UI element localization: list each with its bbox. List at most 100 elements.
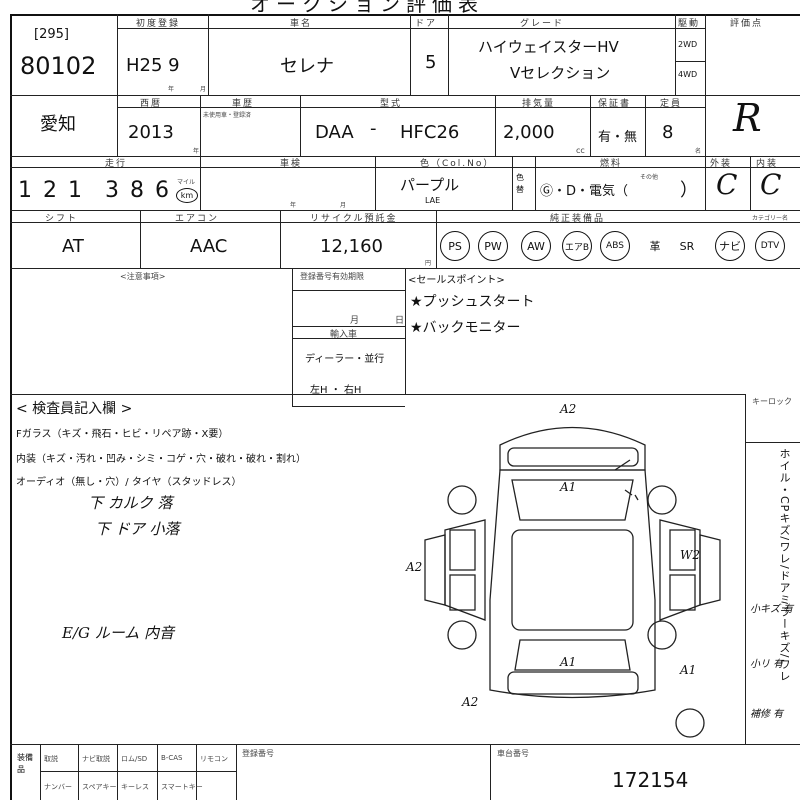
color-code: LAE (425, 196, 441, 205)
label-caution: <注意事項> (120, 272, 166, 281)
inspection-month-unit: 月 (340, 202, 347, 209)
inspector-label: < 検査員記入欄 > (16, 401, 133, 417)
interior-grade: C (760, 168, 782, 201)
footer-item: スマートキー (161, 783, 203, 791)
capacity-value: 8 (662, 122, 674, 143)
fuel-value: Ⓖ・D・電気（ (540, 184, 629, 199)
type-prefix: DAA (315, 122, 354, 143)
grade-line1: ハイウェイスターHV (478, 38, 619, 56)
equipment-item: AW (521, 231, 551, 261)
handwritten-note-3: E/G ルーム 内音 (62, 624, 175, 642)
footer-item: 取説 (44, 755, 58, 763)
fuel-other: その他 (640, 174, 659, 181)
mileage-digit: 2 (43, 178, 57, 203)
label-ac: エアコン (175, 214, 220, 224)
footer-equip-label: 装備品 (17, 753, 33, 774)
label-inspection: 車検 (280, 159, 303, 169)
expiry-day: 日 (395, 316, 405, 326)
label-interior: 内装 (756, 159, 779, 169)
equipment-item: エアB (562, 231, 592, 261)
inspector-glass: Fガラス（キズ・飛石・ヒビ・リペア跡・X要） (16, 429, 229, 440)
label-drive: 駆動 (678, 19, 701, 29)
lot-number: 80102 (20, 52, 97, 80)
type-dash: - (370, 118, 377, 139)
side-note-3: 補修 有 (750, 709, 784, 720)
model-year: 2013 (128, 122, 174, 143)
handwritten-note-1: 下 カルク 落 (88, 494, 173, 512)
mileage-digit: 6 (155, 178, 169, 203)
expiry-month: 月 (350, 316, 360, 326)
label-model: 車名 (290, 19, 313, 29)
model-year-unit: 年 (193, 148, 200, 155)
cc-unit: cc (576, 146, 585, 155)
mileage-digit: 1 (18, 178, 32, 203)
exterior-grade: C (716, 168, 738, 201)
car-diagram (424, 426, 721, 738)
color-value: パープル (400, 176, 460, 194)
drive-2wd: 2WD (678, 40, 698, 49)
model-name: セレナ (280, 56, 334, 77)
inspector-audio: オーディオ（無し・穴）/ タイヤ（スタッドレス） (16, 477, 242, 488)
mileage-digit: 1 (68, 178, 82, 203)
label-registration-no: 登録番号 (242, 749, 274, 758)
label-west-year: 西暦 (140, 99, 163, 109)
equipment-item: DTV (755, 231, 785, 261)
first-reg-year-unit: 年 (168, 86, 175, 93)
color-change-label: 色替 (516, 173, 524, 194)
mileage-digit: 3 (105, 178, 119, 203)
import-handle: 左H ・ 右H (310, 385, 362, 396)
diagram-mark-rear-left: A2 (462, 695, 479, 709)
label-sales-point: <セールスポイント> (408, 275, 505, 286)
label-equipment: 純正装備品 (550, 214, 606, 224)
label-type: 型式 (380, 99, 403, 109)
inspection-year-unit: 年 (290, 202, 297, 209)
warranty-value: 有・無 (598, 130, 638, 145)
footer-item: キーレス (121, 783, 149, 791)
label-first-reg: 初度登録 (136, 19, 181, 29)
footer-item: ナビ取説 (82, 755, 110, 763)
sales-point-1: ★プッシュスタート (410, 294, 535, 310)
score-value: R (733, 96, 762, 140)
shift-value: AT (62, 236, 84, 257)
recycle-unit: 円 (425, 260, 432, 267)
equipment-item: PS (440, 231, 470, 261)
equipment-item: PW (478, 231, 508, 261)
ac-value: AAC (190, 236, 228, 257)
first-reg: H25 9 (126, 55, 180, 76)
handwritten-note-2: 下 ドア 小落 (95, 520, 180, 538)
label-cc: 排気量 (522, 99, 556, 109)
equipment-item: SR (679, 239, 695, 253)
label-history: 車歴 (232, 99, 255, 109)
key-lock-label: キーロック (752, 397, 792, 406)
mileage-digits: 1 2 1 3 8 6 (18, 178, 169, 203)
label-recycle: リサイクル預託金 (310, 214, 398, 224)
side-note-1: 小キズ 有 (750, 604, 794, 615)
recycle-value: 12,160 (320, 236, 383, 257)
label-mileage: 走行 (105, 159, 128, 169)
label-grade: グレード (520, 19, 565, 29)
region: 愛知 (40, 114, 76, 135)
label-expiry: 登録番号有効期限 (300, 272, 364, 281)
footer-item: リモコン (200, 755, 228, 763)
import-dealer: ディーラー・並行 (305, 354, 385, 365)
label-shift: シフト (45, 214, 79, 224)
equipment-item: ナビ (715, 231, 745, 261)
chassis-number: 172154 (612, 768, 689, 792)
lot-prefix: [295] (34, 27, 69, 42)
diagram-mark-rear-right: A1 (680, 663, 697, 677)
drive-4wd: 4WD (678, 70, 698, 79)
door-count: 5 (425, 52, 437, 73)
mileage-digit: 8 (130, 178, 144, 203)
label-color: 色（Col.No） (420, 159, 495, 169)
type-code: HFC26 (400, 122, 460, 143)
inspector-interior: 内装（キズ・汚れ・凹み・シミ・コゲ・穴・破れ・破れ・割れ） (16, 454, 306, 465)
equipment-item: ABS (600, 231, 630, 261)
diagram-mark-front: A2 (560, 402, 577, 416)
side-vertical-text: ホイル・CPキズ/ワレ/ドアミラーキズ/ワレ (778, 448, 791, 683)
first-reg-month-unit: 月 (200, 86, 207, 93)
engine-cc: 2,000 (503, 122, 555, 143)
footer-item: スペアキー (82, 783, 117, 791)
history-note: 未使用車・登録済 (203, 112, 252, 119)
mileage-km-circle: km (176, 188, 198, 203)
